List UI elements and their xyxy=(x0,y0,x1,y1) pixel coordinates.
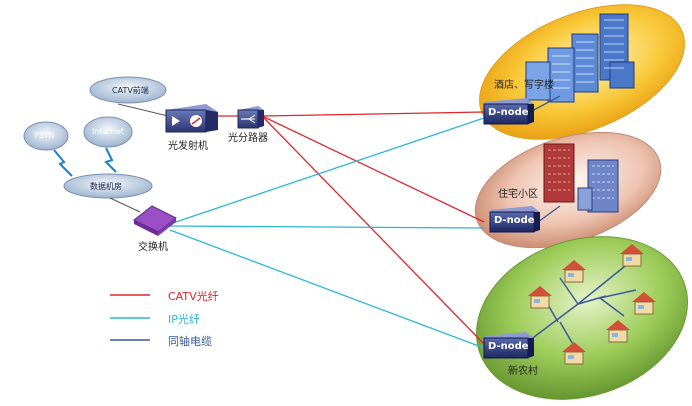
splitter-icon xyxy=(237,106,264,129)
data-room-link xyxy=(109,197,141,213)
d-node-residential-label: D-node xyxy=(494,215,535,226)
residential-area-label: 住宅小区 xyxy=(498,189,538,200)
legend xyxy=(110,294,150,341)
legend-coax-label: 同轴电缆 xyxy=(168,335,212,348)
headend-link xyxy=(117,103,169,117)
legend-catv-label: CATV光纤 xyxy=(168,290,219,303)
catv-fiber-lines xyxy=(218,111,485,345)
ip-fiber-lines xyxy=(169,117,485,349)
office-building-icon xyxy=(525,13,635,103)
d-node-rural-label: D-node xyxy=(488,341,529,352)
catv-headend-cloud xyxy=(89,76,167,104)
rural-area-label: 新农村 xyxy=(508,366,538,377)
internet-cloud xyxy=(83,116,133,148)
switch-label: 交换机 xyxy=(138,242,168,253)
legend-ip-label: IP光纤 xyxy=(168,313,200,326)
switch-icon xyxy=(133,205,177,236)
apartment-building-icon xyxy=(543,143,619,213)
lightning-icon xyxy=(53,147,117,177)
optical-transmitter-label: 光发射机 xyxy=(168,141,208,152)
d-node-rural xyxy=(483,332,534,359)
d-node-hotel xyxy=(483,98,534,125)
catv-headend-label: CATV前端 xyxy=(112,86,149,95)
internet-label: Internet xyxy=(92,127,124,136)
rural-area xyxy=(475,236,689,400)
d-node-hotel-label: D-node xyxy=(488,107,529,118)
d-node-residential xyxy=(489,206,540,233)
splitter-label: 光分路器 xyxy=(228,133,268,144)
optical-transmitter-icon xyxy=(165,104,218,133)
hotel-area-label: 酒店、写字楼 xyxy=(494,80,554,91)
pstn-cloud xyxy=(23,121,69,151)
data-room-label: 数据机房 xyxy=(90,182,122,191)
pstn-label: PSTN xyxy=(34,131,55,140)
data-room-cloud xyxy=(63,173,153,199)
coax-links xyxy=(529,95,561,223)
house-icons xyxy=(528,244,656,365)
